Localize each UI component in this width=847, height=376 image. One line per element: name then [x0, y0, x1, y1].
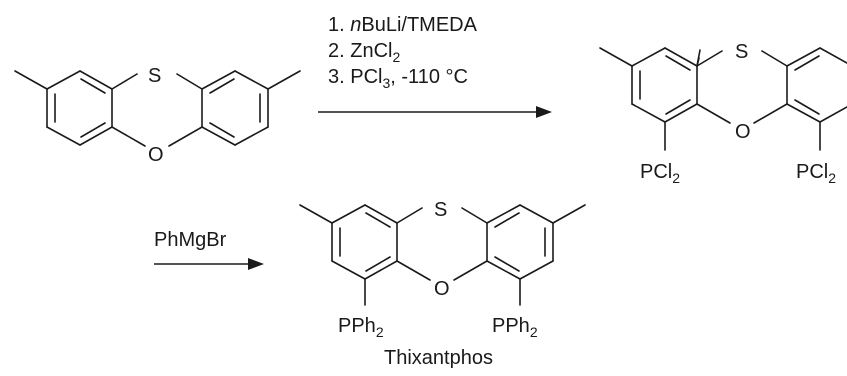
- intermediate-pcl2-right: PCl2: [796, 161, 836, 186]
- reaction-arrow-2: [154, 258, 264, 270]
- product: S O PPh2 PPh2 Thixantphos: [299, 199, 586, 369]
- starting-material-bonds: [14, 70, 301, 147]
- condition-3: 3. PCl3, -110 °C: [328, 66, 468, 91]
- oxygen-atom-label: O: [148, 144, 164, 166]
- product-pph2-left: PPh2: [338, 315, 384, 340]
- intermediate-sulfur-label: S: [735, 41, 748, 63]
- product-pph2-right: PPh2: [492, 315, 538, 340]
- intermediate-bonds: [599, 47, 847, 151]
- sulfur-atom-label: S: [148, 65, 161, 87]
- condition-1: 1. nBuLi/TMEDA: [328, 14, 478, 36]
- product-bonds: [299, 204, 586, 306]
- product-name: Thixantphos: [384, 347, 493, 369]
- intermediate-pcl2-left: PCl2: [640, 161, 680, 186]
- intermediate-oxygen-label: O: [735, 121, 751, 143]
- starting-material: S O: [14, 65, 301, 166]
- step1-conditions: 1. nBuLi/TMEDA 2. ZnCl2 3. PCl3, -110 °C: [328, 14, 478, 91]
- condition-2: 2. ZnCl2: [328, 40, 400, 65]
- product-sulfur-label: S: [434, 199, 447, 221]
- intermediate: S O PCl2 PCl2: [599, 41, 847, 186]
- step2-reagent: PhMgBr: [154, 229, 227, 251]
- reaction-arrow-1: [318, 106, 552, 118]
- product-oxygen-label: O: [434, 278, 450, 300]
